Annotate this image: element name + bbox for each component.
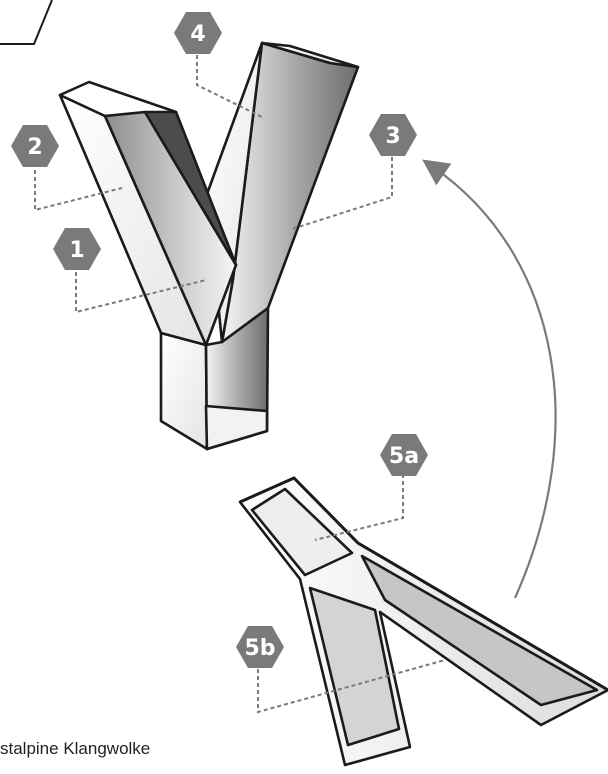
shell-inner-wall-stem bbox=[308, 586, 401, 747]
shell-y-shape bbox=[238, 476, 608, 767]
hexagon-badge bbox=[369, 114, 417, 156]
hexagon-badge bbox=[11, 125, 59, 167]
callout-label: 1 bbox=[69, 238, 84, 263]
stem-bottom-opening bbox=[204, 404, 269, 451]
hexagon-badge bbox=[380, 434, 428, 476]
left-arm-inner-wall bbox=[143, 110, 238, 267]
shell-inner-wall-left bbox=[250, 487, 354, 577]
leader-line-4 bbox=[196, 55, 263, 118]
shell-top-rim bbox=[239, 476, 608, 692]
callout-label: 5b bbox=[244, 636, 275, 661]
leader-line-3 bbox=[291, 150, 393, 230]
hexagon-badge bbox=[174, 12, 222, 54]
callout-3: 3 bbox=[369, 114, 417, 156]
callout-2: 2 bbox=[11, 125, 59, 167]
hexagon-badge bbox=[53, 228, 101, 270]
callout-5a: 5a bbox=[380, 434, 428, 476]
callout-1: 1 bbox=[53, 228, 101, 270]
assembly-arrow bbox=[422, 159, 557, 599]
shell-inner-wall-right bbox=[360, 554, 599, 707]
callout-label: 3 bbox=[385, 124, 400, 149]
callout-label: 2 bbox=[27, 135, 42, 160]
hexagon-badge bbox=[236, 626, 284, 668]
callout-label: 5a bbox=[389, 444, 419, 469]
leader-line-5a bbox=[314, 474, 404, 541]
callout-5b: 5b bbox=[236, 626, 284, 668]
right-arm-top-face bbox=[260, 41, 360, 69]
frame-corner bbox=[0, 0, 53, 45]
callout-4: 4 bbox=[174, 12, 222, 54]
leader-line-1 bbox=[75, 272, 207, 314]
caption-text: stalpine Klangwolke bbox=[0, 739, 151, 758]
leader-line-5b bbox=[257, 659, 446, 714]
leader-line-2 bbox=[34, 170, 123, 212]
stem-front-face bbox=[159, 331, 209, 451]
callout-label: 4 bbox=[190, 22, 205, 47]
assembled-y-shape bbox=[58, 41, 360, 451]
